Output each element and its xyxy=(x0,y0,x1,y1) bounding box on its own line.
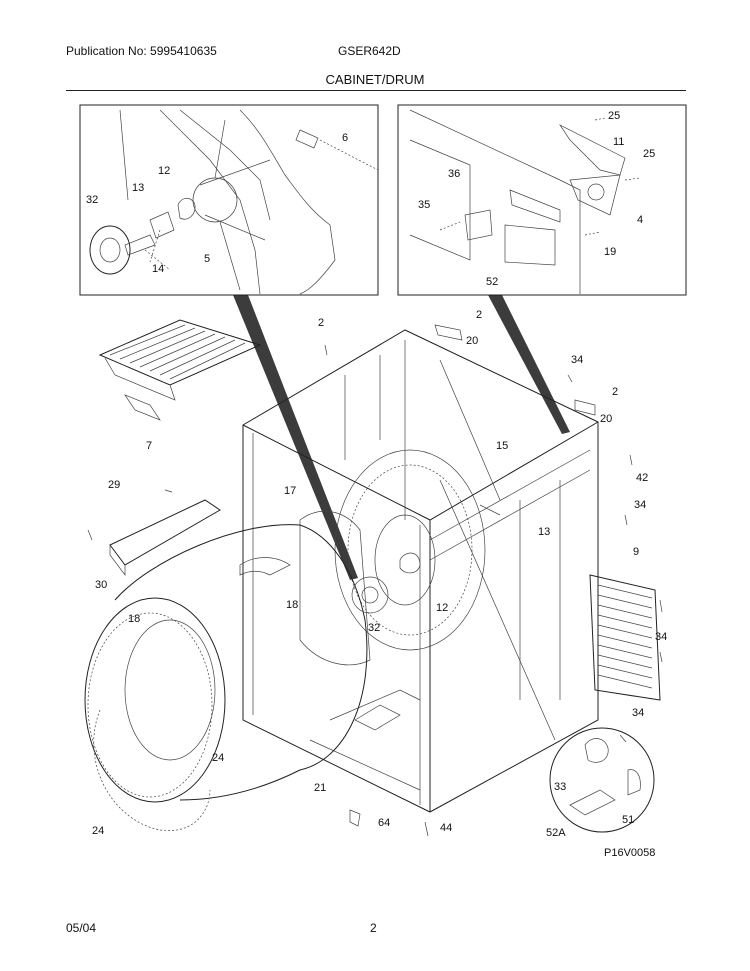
callout-25-top: 25 xyxy=(608,110,620,122)
callout-24-b: 24 xyxy=(92,825,104,837)
callout-44: 44 xyxy=(440,822,452,834)
callout-29: 29 xyxy=(108,479,120,491)
callout-18-a: 18 xyxy=(128,613,140,625)
magnified-detail xyxy=(439,479,655,833)
diagram-code: P16V0058 xyxy=(604,847,655,859)
callout-32: 32 xyxy=(368,622,380,634)
callout-13-inset: 13 xyxy=(132,182,144,194)
callout-2-b: 2 xyxy=(476,309,482,321)
callout-24-a: 24 xyxy=(212,752,224,764)
callout-19: 19 xyxy=(604,246,616,258)
inset-box-right xyxy=(397,104,687,296)
right-inset-artwork xyxy=(409,109,641,294)
callout-33: 33 xyxy=(554,781,566,793)
callout-5: 5 xyxy=(204,253,210,265)
callout-36: 36 xyxy=(448,168,460,180)
callout-25-right: 25 xyxy=(643,148,655,160)
callout-34-d: 34 xyxy=(632,707,644,719)
callout-12-inset: 12 xyxy=(158,165,170,177)
callout-15: 15 xyxy=(496,440,508,452)
footer-page-number: 2 xyxy=(370,921,377,935)
callout-52: 52 xyxy=(486,276,498,288)
callout-21: 21 xyxy=(314,782,326,794)
rear-vent-panel xyxy=(589,574,661,701)
callout-4: 4 xyxy=(637,214,643,226)
callout-35: 35 xyxy=(418,199,430,211)
model-number: GSER642D xyxy=(338,44,401,58)
callout-13: 13 xyxy=(538,526,550,538)
drying-rack xyxy=(98,319,262,421)
left-inset-artwork xyxy=(89,109,379,295)
callout-6: 6 xyxy=(342,132,348,144)
callout-64: 64 xyxy=(378,817,390,829)
drum xyxy=(84,524,421,803)
callout-2-c: 2 xyxy=(612,386,618,398)
callout-32-inset: 32 xyxy=(86,194,98,206)
inset-leader-left xyxy=(233,295,358,580)
inset-box-left xyxy=(79,104,379,296)
drum-seal xyxy=(93,709,211,831)
toe-kick-panel xyxy=(109,499,221,566)
footer-date: 05/04 xyxy=(66,921,97,935)
callout-20-b: 20 xyxy=(600,413,612,425)
callout-52A: 52A xyxy=(546,827,566,839)
callout-18-b: 18 xyxy=(286,599,298,611)
inset-leader-right xyxy=(488,295,570,434)
callout-14: 14 xyxy=(152,263,164,275)
callout-12: 12 xyxy=(436,602,448,614)
header-rule xyxy=(66,90,686,91)
callout-17: 17 xyxy=(284,485,296,497)
rear-bulkhead xyxy=(299,449,486,666)
callout-11: 11 xyxy=(613,136,624,148)
toe-kick-edge xyxy=(109,545,126,577)
callout-42: 42 xyxy=(636,472,648,484)
callout-7: 7 xyxy=(146,440,152,452)
callout-2-a: 2 xyxy=(318,317,324,329)
page-title: CABINET/DRUM xyxy=(325,72,425,87)
callout-30: 30 xyxy=(95,579,107,591)
callout-34-b: 34 xyxy=(634,499,646,511)
callout-34-a: 34 xyxy=(571,354,583,366)
callout-20-a: 20 xyxy=(466,335,478,347)
publication-number: Publication No: 5995410635 xyxy=(66,44,217,58)
hardware-marks xyxy=(87,324,663,837)
callout-9: 9 xyxy=(633,546,639,558)
cabinet xyxy=(242,329,599,813)
callout-51: 51 xyxy=(622,814,634,826)
callout-34-c: 34 xyxy=(655,631,667,643)
